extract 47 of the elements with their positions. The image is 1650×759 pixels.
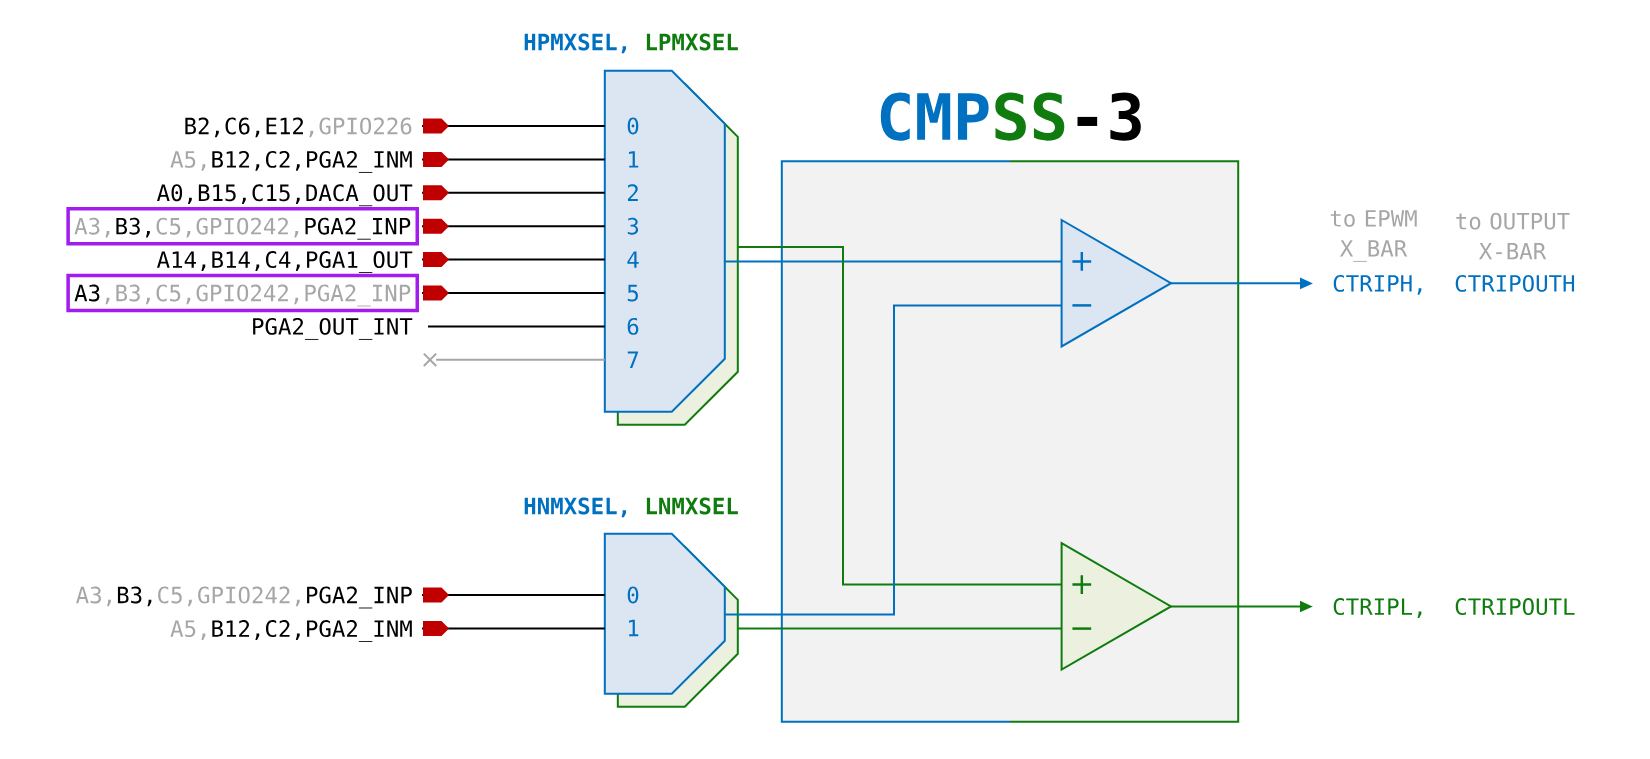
block-title: CMPSS -3 [880,92,1141,141]
pin-label: PGA2_OUT_INT [253,317,413,340]
pin-wire [421,285,606,301]
port-number: 5 [627,284,638,302]
signal-label: CTRIPL, CTRIPOUTL [1333,598,1575,618]
signal-label: CTRIPH, CTRIPOUTH [1333,274,1575,295]
select-label: HPMXSEL, [524,33,627,54]
pin-wire [421,252,606,268]
select-label: HNMXSEL, [524,497,627,518]
select-label: LNMXSEL [646,497,738,515]
highlighted-label: A3 ,B3,C5,GPIO242,PGA2_INP [66,273,419,313]
wire [724,260,1063,263]
pin-wire [421,118,606,134]
pin-wire [421,218,606,234]
pin-label: A14,B14,C4,PGA1_OUT [157,251,413,274]
wire [737,246,1063,586]
polarity-sign: − [1072,304,1092,307]
pin-label: A3, B3, C5,GPIO242, PGA2_INP [76,586,412,609]
wire [737,627,1063,630]
pin-label: A0,B15,C15,DACA_OUT [157,184,413,207]
polarity-sign: + [1072,252,1092,271]
port-number: 7 [627,351,639,368]
polarity-sign: + [1072,575,1092,594]
pin-wire [421,587,606,603]
polarity-sign: − [1072,627,1092,630]
wire [427,325,606,328]
port-number: 4 [627,251,639,268]
port-number: 1 [628,151,639,168]
port-number: 2 [627,184,638,201]
pin-label: B2,C6,E12 ,GPIO226 [185,117,412,138]
select-label: LPMXSEL [646,33,738,51]
pin-wire [421,621,606,637]
cross-mark [422,352,438,367]
port-number: 0 [627,117,639,135]
highlighted-label: A3, B3, C5,GPIO242, PGA2_INP [66,206,419,246]
wire [724,304,1063,616]
pin-label: A5, B12,C2,PGA2_INM [170,150,412,173]
wire [435,358,606,361]
port-number: 3 [627,217,639,235]
pin-wire [421,185,606,201]
destination-label: to OUTPUT X-BAR [1456,212,1570,260]
pin-label: A5, B12,C2,PGA2_INM [170,620,412,643]
port-number: 1 [628,619,639,637]
port-number: 0 [627,586,639,604]
destination-label: to EPWM X_BAR [1330,210,1417,262]
port-number: 6 [627,317,639,335]
pin-wire [421,151,606,167]
